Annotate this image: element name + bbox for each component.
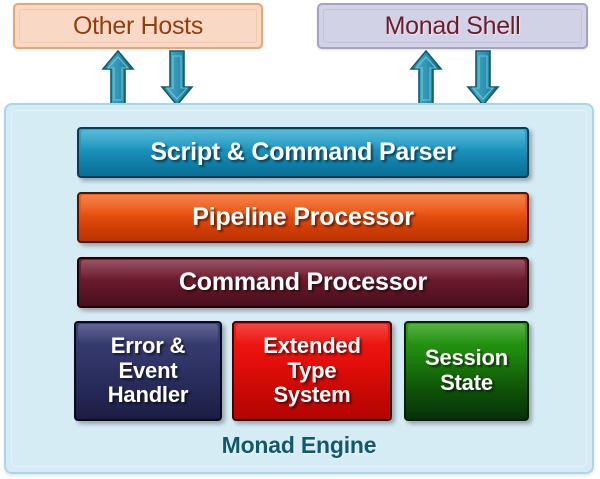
layer-pipeline-processor[interactable]: Pipeline Processor [77, 192, 529, 243]
component-extended-type-system[interactable]: Extended Type System [232, 321, 392, 421]
arrow-down-monad-shell-icon [466, 50, 500, 106]
monad-engine-container: Script & Command Parser Pipeline Process… [4, 103, 594, 474]
monad-shell-label: Monad Shell [384, 11, 521, 40]
component-session-state-label: Session State [425, 345, 508, 395]
component-error-event-handler-label: Error & Event Handler [107, 333, 189, 408]
gloss-highlight [408, 324, 525, 346]
layer-script-command-parser[interactable]: Script & Command Parser [77, 127, 529, 178]
layer-script-command-parser-label: Script & Command Parser [150, 138, 456, 166]
component-error-event-handler[interactable]: Error & Event Handler [74, 321, 222, 421]
other-hosts-box[interactable]: Other Hosts [13, 3, 263, 49]
layer-command-processor-label: Command Processor [178, 268, 428, 296]
monad-engine-caption: Monad Engine [221, 432, 377, 458]
arrow-down-other-hosts-icon [160, 50, 194, 106]
monad-shell-box[interactable]: Monad Shell [317, 3, 588, 49]
layer-pipeline-processor-label: Pipeline Processor [192, 203, 414, 231]
layer-command-processor[interactable]: Command Processor [77, 257, 529, 308]
arrow-up-other-hosts-icon [101, 50, 135, 106]
other-hosts-label: Other Hosts [72, 11, 204, 40]
component-extended-type-system-label: Extended Type System [263, 333, 361, 408]
arrow-up-monad-shell-icon [409, 50, 443, 106]
component-session-state[interactable]: Session State [404, 321, 529, 421]
